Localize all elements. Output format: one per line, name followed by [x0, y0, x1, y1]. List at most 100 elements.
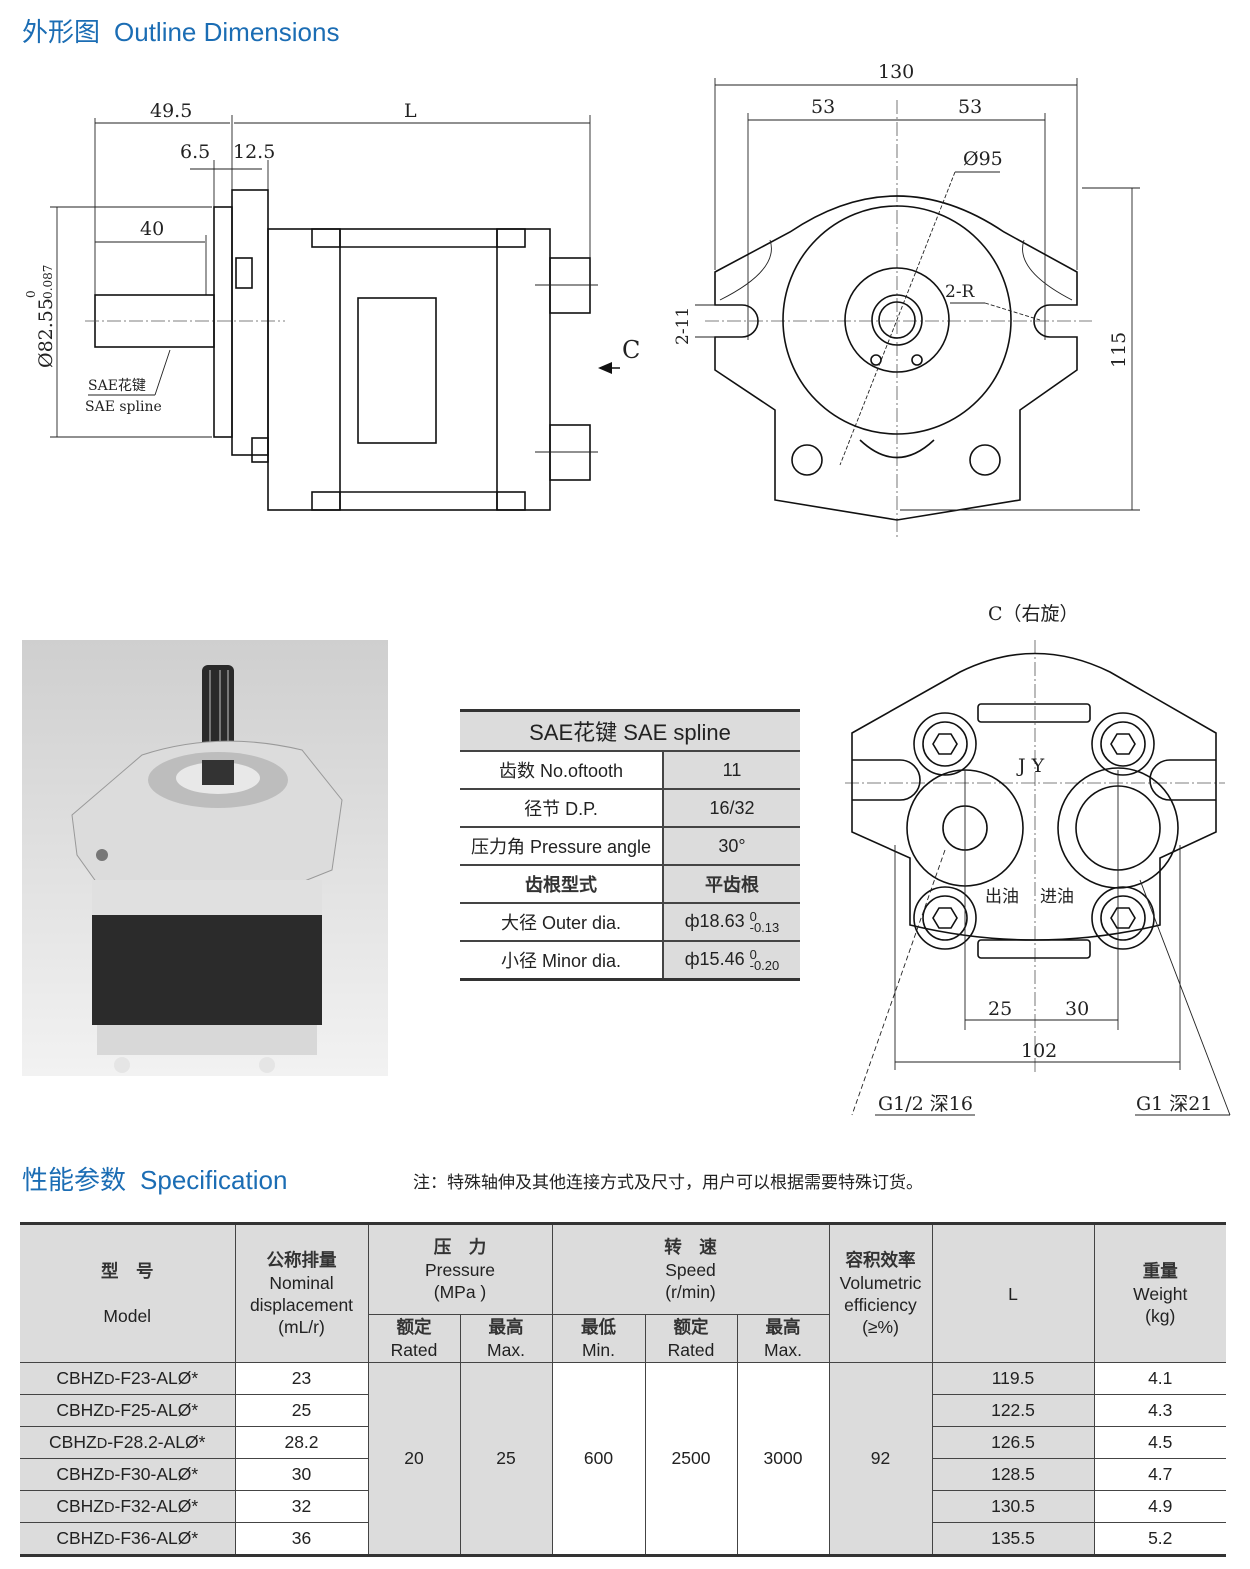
inlet-label: 进油 [1040, 887, 1074, 907]
table-row: 径节 D.P.16/32 [460, 788, 800, 827]
tol-lower: -0.20 [749, 958, 780, 974]
spline-label-cn: SAE花键 [88, 378, 146, 394]
outline-section-title: 外形图 Outline Dimensions [22, 12, 339, 49]
tol-lower: -0.13 [749, 920, 780, 936]
model-cell: CBHZD-F36-ALØ* [20, 1522, 236, 1556]
spline-value: ф18.63 [684, 910, 745, 931]
weight-cell: 5.2 [1093, 1522, 1226, 1556]
volumetric-efficiency-cell: 92 [828, 1362, 933, 1556]
displacement-cell: 36 [234, 1522, 369, 1556]
model-cell: CBHZD-F32-ALØ* [20, 1490, 236, 1523]
spline-value: ф15.46 [684, 948, 745, 969]
dim-6-5: 6.5 [180, 141, 210, 163]
displacement-cell: 32 [234, 1490, 369, 1523]
dim-53-left: 53 [811, 96, 835, 118]
dim-diameter: Ø82.55 [35, 298, 57, 368]
front-view-drawing: 130 53 53 Ø95 2-R 2-11 115 [673, 61, 1140, 540]
speed-rated-cell: 2500 [644, 1362, 738, 1556]
pressure-max-cell: 25 [459, 1362, 553, 1556]
spec-title-en: Specification [140, 1165, 288, 1195]
spline-label: 径节 D.P. [460, 788, 663, 827]
tolerance: 0-0.20 [749, 947, 780, 974]
spline-value: 平齿根 [662, 864, 800, 903]
dim-49-5: 49.5 [150, 100, 192, 122]
dim-95: Ø95 [963, 148, 1003, 170]
outlet-label: 出油 [985, 887, 1019, 907]
dim-53-right: 53 [958, 96, 982, 118]
dim-130: 130 [878, 61, 914, 83]
outline-title-cn: 外形图 [22, 17, 101, 47]
spline-value-cell: ф15.46 0-0.20 [662, 940, 800, 980]
table-row: 小径 Minor dia.ф15.46 0-0.20 [460, 940, 800, 980]
speed-max-cell: 3000 [736, 1362, 830, 1556]
L-cell: 128.5 [931, 1458, 1095, 1491]
speed-min-cell: 600 [551, 1362, 646, 1556]
dim-12-5: 12.5 [233, 141, 275, 163]
displacement-cell: 30 [234, 1458, 369, 1491]
displacement-cell: 23 [234, 1362, 369, 1395]
spline-label-en: SAE spline [85, 399, 162, 415]
table-row: 大径 Outer dia.ф18.63 0-0.13 [460, 902, 800, 941]
L-cell: 126.5 [931, 1426, 1095, 1459]
spline-label: 压力角 Pressure angle [460, 826, 663, 865]
table-row: CBHZD-F36-ALØ* 36 135.5 5.2 [20, 1522, 1226, 1556]
weight-cell: 4.9 [1093, 1490, 1226, 1523]
displacement-cell: 25 [234, 1394, 369, 1427]
table-row: CBHZD-F23-ALØ* 23 20 25 600 2500 3000 92… [20, 1362, 1226, 1556]
spline-table-header: SAE花键 SAE spline [460, 710, 800, 751]
spline-label: 大径 Outer dia. [460, 902, 663, 941]
dim-2-11: 2-11 [673, 307, 693, 345]
tolerance: 0-0.13 [749, 909, 780, 936]
nameplate [357, 297, 437, 444]
view-arrow-label: C [622, 336, 640, 364]
c-view-title: C（右旋） [988, 603, 1079, 625]
port-left-label: G1/2 深16 [878, 1093, 973, 1115]
pressure-rated-cell: 20 [367, 1362, 461, 1556]
L-cell: 130.5 [931, 1490, 1095, 1523]
dim-102: 102 [1021, 1040, 1057, 1062]
dim-25: 25 [988, 998, 1012, 1020]
dim-40: 40 [140, 218, 164, 240]
displacement-cell: 28.2 [234, 1426, 369, 1459]
c-view-drawing: C（右旋） J Y 出油 进油 25 30 102 G1/2 深16 G1 深2… [845, 603, 1231, 1116]
jy-marking: J Y [1016, 755, 1045, 777]
model-cell: CBHZD-F30-ALØ* [20, 1458, 236, 1491]
pump-photo [22, 640, 388, 1076]
spline-value: 30° [662, 826, 800, 865]
tol-upper: 0 [749, 909, 757, 925]
model-cell: CBHZD-F23-ALØ* [20, 1362, 236, 1395]
model-cell: CBHZD-F25-ALØ* [20, 1394, 236, 1427]
tol-upper: 0 [749, 947, 757, 963]
weight-cell: 4.1 [1093, 1362, 1226, 1395]
model-cell: CBHZD-F28.2-ALØ* [20, 1426, 236, 1459]
side-view-drawing: 49.5 L 6.5 12.5 40 Ø82.55 0 -0.087 SAE花键… [24, 100, 640, 511]
dim-115: 115 [1108, 332, 1130, 368]
dim-30: 30 [1065, 998, 1089, 1020]
dim-diameter-lower-tol: -0.087 [41, 265, 55, 303]
dim-diameter-upper-tol: 0 [24, 290, 38, 298]
L-cell: 135.5 [931, 1522, 1095, 1556]
spline-value-cell: ф18.63 0-0.13 [662, 902, 800, 941]
L-cell: 122.5 [931, 1394, 1095, 1427]
outline-title-en: Outline Dimensions [114, 17, 340, 47]
spline-value: 11 [662, 750, 800, 789]
spec-note: 注：特殊轴伸及其他连接方式及尺寸，用户可以根据需要特殊订货。 [413, 1173, 923, 1193]
table-row: CBHZD-F30-ALØ* 30 128.5 4.7 [20, 1458, 1226, 1491]
table-row: 齿根型式平齿根 [460, 864, 800, 903]
